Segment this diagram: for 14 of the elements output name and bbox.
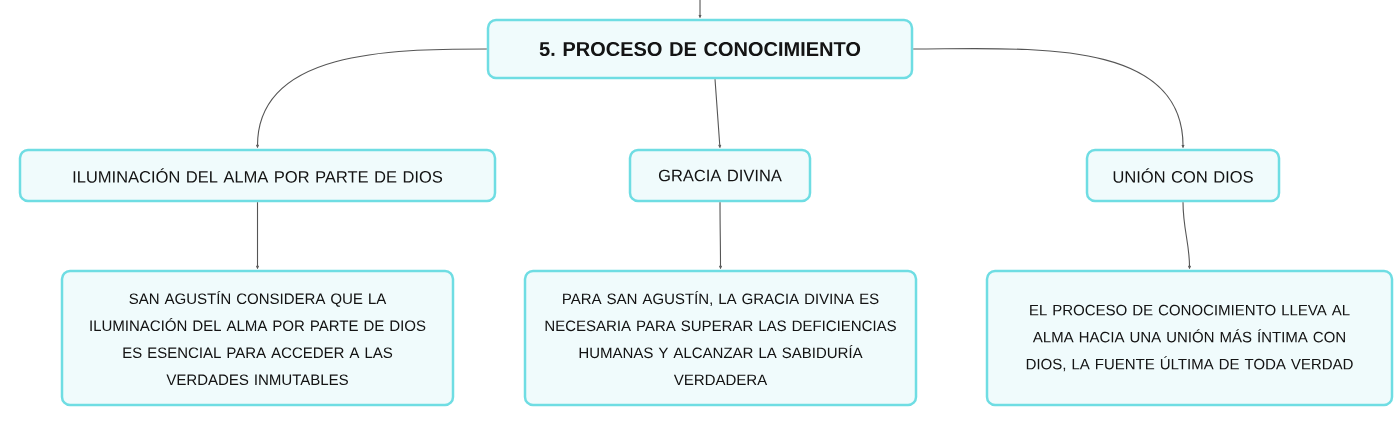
topic-box: GRACIA DIVINA [628,148,812,203]
topic-box: ILUMINACIÓN DEL ALMA POR PARTE DE DIOS [18,148,497,203]
arrow [1182,201,1191,270]
arrow [714,78,722,149]
arrow [698,0,702,19]
arrow [256,201,259,270]
description-box: PARA SAN AGUSTÍN, LA GRACIA DIVINA ES NECESARIA PARA SUPERAR LAS DEFICIENCIAS HUMANAS Y ALCANZAR LA SABIDURÍA VERDADERA [523,269,918,407]
title-box: 5. PROCESO DE CONOCIMIENTO [486,18,914,80]
curved-arrow [912,48,1185,149]
description-box: SAN AGUSTÍN CONSIDERA QUE LA ILUMINACIÓN DEL ALMA POR PARTE DE DIOS ES ESENCIAL PARA ACCEDER A LAS VERDADES INMUTABLES [60,269,455,407]
topic-box: UNIÓN CON DIOS [1085,148,1281,203]
curved-arrow [256,48,488,149]
arrow [719,201,722,270]
description-box: EL PROCESO DE CONOCIMIENTO LLEVA AL ALMA HACIA UNA UNIÓN MÁS ÍNTIMA CON DIOS, LA FUENTE ÚLTIMA DE TODA VERDAD [985,269,1394,407]
